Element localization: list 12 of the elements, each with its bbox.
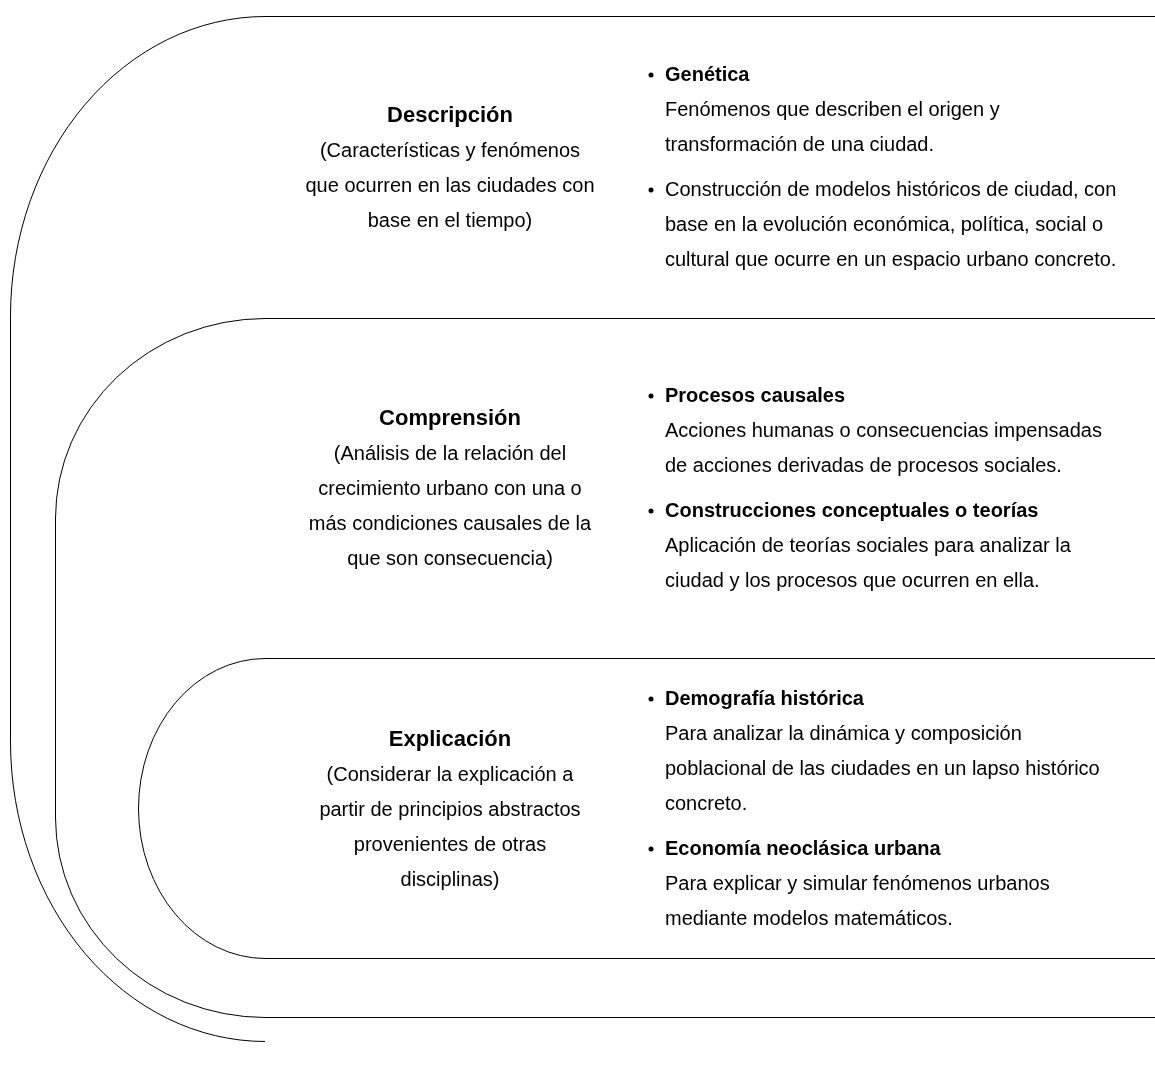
section-description: (Considerar la explicación a partir de principios abstractos provenientes de otras disciplinas) [318, 761, 582, 892]
bullet-text: Construcción de modelos históricos de ciudad, con base en la evolución económica, política, social o cultural que ocurre en un espacio urbano concreto. [665, 177, 1118, 272]
bullet-text: Procesos causales Acciones humanas o consecuencias impensadas de acciones derivadas de procesos sociales. [665, 383, 1103, 478]
bullet-text: Economía neoclásica urbana Para explicar y simular fenómenos urbanos mediante modelos matemáticos. [665, 836, 1051, 931]
bullet-text: Demografía histórica Para analizar la dinámica y composición poblacional de las ciudades en un lapso histórico concreto. [665, 686, 1101, 816]
section-heading: Descripción [386, 100, 514, 129]
bullet-text: Genética Fenómenos que describen el origen y transformación de una ciudad. [665, 62, 1001, 157]
section-description: (Análisis de la relación del crecimiento urbano con una o más condiciones causales de la que son consecuencia) [307, 441, 593, 571]
section-heading: Explicación [387, 724, 513, 753]
section-description: (Características y fenómenos que ocurren en las ciudades con base en el tiempo) [305, 137, 595, 233]
section-heading: Comprensión [378, 404, 522, 432]
bullet-text: Construcciones conceptuales o teorías Aplicación de teorías sociales para analizar la ciudad y los procesos que ocurren en ella. [665, 498, 1072, 593]
